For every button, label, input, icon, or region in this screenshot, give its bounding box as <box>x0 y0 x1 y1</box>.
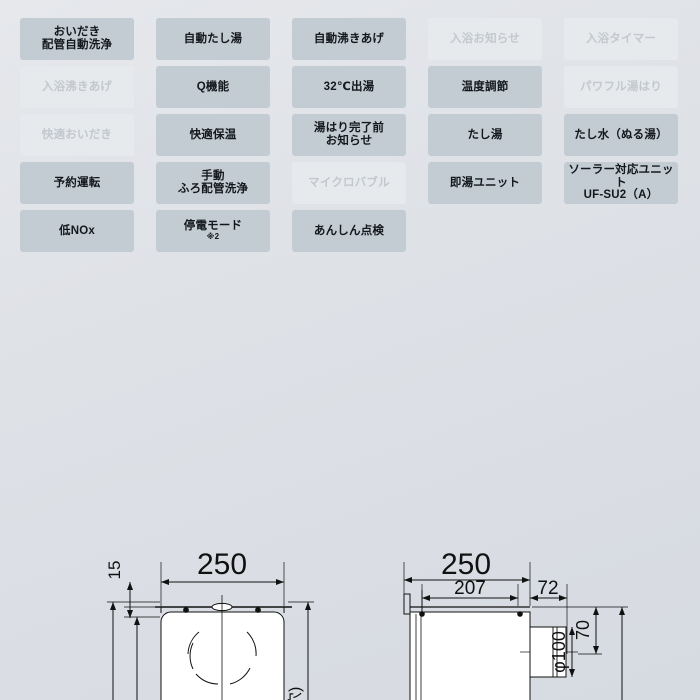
feature-badge-label: ソーラー対応ユニット <box>568 163 674 189</box>
feature-badge-jidou-wakiage[interactable]: 自動沸きあげ <box>292 18 406 60</box>
feature-badge-yoyaku-unten[interactable]: 予約運転 <box>20 162 134 204</box>
feature-badge-teiden-mode[interactable]: 停電モード※2 <box>156 210 270 252</box>
feature-badge-label: Q機能 <box>196 80 230 93</box>
feature-badge-label: あんしん点検 <box>313 224 385 237</box>
feature-badge-label: 湯はり完了前 <box>313 122 385 135</box>
dim-side-flue-offset: 70 <box>573 620 593 640</box>
dim-front-width-top: 250 <box>197 548 247 581</box>
feature-badge-row: 入浴沸きあげ Q機能 32℃出湯 温度調節 パワフル湯はり <box>20 66 700 108</box>
feature-badge-label: 即湯ユニット <box>449 176 521 189</box>
feature-badge-row: 低NOx 停電モード※2 あんしん点検 <box>20 210 700 252</box>
feature-badge-label: たし湯 <box>467 128 503 141</box>
dim-side-width-flue: 72 <box>537 578 558 599</box>
feature-badge-label: 入浴タイマー <box>585 32 657 45</box>
feature-badge-row: おいだき配管自動洗浄 自動たし湯 自動沸きあげ 入浴お知らせ 入浴タイマー <box>20 18 700 60</box>
feature-badge-powerful-yuhari[interactable]: パワフル湯はり <box>564 66 678 108</box>
dim-side-width-body: 207 <box>454 578 486 599</box>
feature-badge-nyuyoku-timer[interactable]: 入浴タイマー <box>564 18 678 60</box>
feature-badge-label: 入浴沸きあげ <box>41 80 113 93</box>
feature-badge-jidou-tashiyu[interactable]: 自動たし湯 <box>156 18 270 60</box>
feature-badge-32c-shutsuyu[interactable]: 32℃出湯 <box>292 66 406 108</box>
feature-badge-oidaki-haikan-jidou-senjou[interactable]: おいだき配管自動洗浄 <box>20 18 134 60</box>
feature-badge-label: 配管自動洗浄 <box>41 39 113 51</box>
feature-badge-label: 手動 <box>201 170 225 183</box>
dim-side-flue-diameter: φ100 <box>549 631 569 673</box>
feature-badge-nyuyoku-oshirase[interactable]: 入浴お知らせ <box>428 18 542 60</box>
feature-badge-note: ※2 <box>206 232 220 242</box>
feature-badge-label: 予約運転 <box>53 176 101 189</box>
feature-badge-label: たし水（ぬる湯） <box>574 128 668 141</box>
feature-badge-empty-slot-2 <box>564 210 678 252</box>
feature-badge-grid: おいだき配管自動洗浄 自動たし湯 自動沸きあげ 入浴お知らせ 入浴タイマー入浴沸きあげ Q… <box>0 0 700 262</box>
feature-badge-nyuyoku-wakiage[interactable]: 入浴沸きあげ <box>20 66 134 108</box>
feature-badge-label: 温度調節 <box>461 80 509 93</box>
feature-badge-tashimizu-nuruyu[interactable]: たし水（ぬる湯） <box>564 114 678 156</box>
feature-badge-empty-slot-1 <box>428 210 542 252</box>
feature-badge-kaiteki-oidaki[interactable]: 快適おいだき <box>20 114 134 156</box>
feature-badge-label: 自動たし湯 <box>183 32 243 45</box>
feature-badge-label: 低NOx <box>59 224 95 237</box>
feature-badge-label: パワフル湯はり <box>580 80 662 93</box>
feature-badge-label: マイクロバブル <box>308 176 390 189</box>
dim-front-height-ps: 608(PS取付穴) <box>286 687 304 700</box>
feature-badge-label: 入浴お知らせ <box>450 32 520 45</box>
feature-badge-label: お知らせ <box>325 135 373 147</box>
feature-badge-kaiteki-hoon[interactable]: 快適保温 <box>156 114 270 156</box>
feature-badge-yuhari-kanryoumae-oshirase[interactable]: 湯はり完了前お知らせ <box>292 114 406 156</box>
feature-badge-anshin-tenken[interactable]: あんしん点検 <box>292 210 406 252</box>
feature-badge-label: 自動沸きあげ <box>313 32 385 45</box>
feature-badge-sokuyu-unit[interactable]: 即湯ユニット <box>428 162 542 204</box>
feature-badge-label: 32℃出湯 <box>323 80 375 93</box>
feature-badge-label: UF-SU2（A） <box>583 189 659 202</box>
feature-badge-label: 快適おいだき <box>41 128 113 141</box>
feature-badge-micro-bubble[interactable]: マイクロバブル <box>292 162 406 204</box>
feature-badge-shudou-furo-haikan-senjou[interactable]: 手動ふろ配管洗浄 <box>156 162 270 204</box>
dim-side-width-overall: 250 <box>441 548 491 581</box>
feature-badge-tashiyu[interactable]: たし湯 <box>428 114 542 156</box>
feature-badge-label: 快適保温 <box>189 128 237 141</box>
feature-badge-tei-nox[interactable]: 低NOx <box>20 210 134 252</box>
feature-badge-q-kinou[interactable]: Q機能 <box>156 66 270 108</box>
feature-badge-label: おいだき <box>53 26 101 39</box>
dimension-diagram: 250 15 610 580 608(PS取付穴) 224 (PS取付穴) 25… <box>0 262 700 700</box>
feature-badge-row: 快適おいだき 快適保温 湯はり完了前お知らせ たし湯 たし水（ぬる湯） <box>20 114 700 156</box>
dim-front-offset-top: 15 <box>105 561 124 580</box>
feature-badge-label: ふろ配管洗浄 <box>177 183 249 195</box>
feature-badge-ondo-chousetsu[interactable]: 温度調節 <box>428 66 542 108</box>
feature-badge-label: 停電モード <box>183 219 243 232</box>
